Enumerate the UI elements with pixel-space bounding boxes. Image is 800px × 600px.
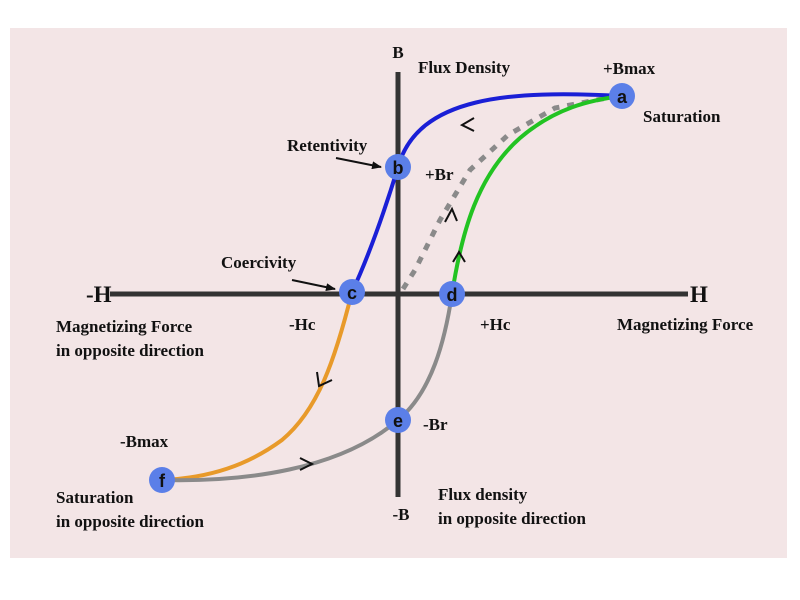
curve-d-to-a [450,94,623,295]
direction-arrow-initial [444,206,458,223]
direction-arrow-top [459,117,475,132]
label-br-neg: -Br [423,415,448,434]
direction-arrow-bottom [299,457,315,471]
label-saturation-neg-1: Saturation [56,488,134,507]
label-mag-force-neg-1: Magnetizing Force [56,317,193,336]
point-e-label: e [393,411,403,431]
label-br-pos: +Br [425,165,454,184]
curve-c-to-f [161,291,354,482]
label-bmax-neg: -Bmax [120,432,169,451]
curve-a-to-c [350,92,623,293]
label-mag-force-neg-2: in opposite direction [56,341,205,360]
label-saturation-neg-2: in opposite direction [56,512,205,531]
label-saturation-pos: Saturation [643,107,721,126]
point-b-label: b [393,158,404,178]
point-c-label: c [347,283,357,303]
retentivity-pointer [335,157,382,170]
point-d: d [439,281,465,307]
point-a: a [609,83,635,109]
label-flux-opp-2: in opposite direction [438,509,587,528]
point-b: b [385,154,411,180]
axis-label-b: B [392,43,403,62]
label-retentivity: Retentivity [287,136,368,155]
label-flux-opp-1: Flux density [438,485,528,504]
point-a-label: a [617,87,628,107]
point-d-label: d [447,285,458,305]
label-coercivity: Coercivity [221,253,297,272]
axis-label-h: H [690,282,708,307]
point-f: f [149,467,175,493]
point-f-label: f [159,471,166,491]
direction-arrow-falling [316,371,333,388]
label-mag-force-pos: Magnetizing Force [617,315,754,334]
curve-initial-magnetization [400,94,613,291]
label-flux-density: Flux Density [418,58,511,77]
direction-arrow-rising [452,250,466,263]
label-bmax-pos: +Bmax [603,59,656,78]
label-hc-neg: -Hc [289,315,316,334]
coercivity-pointer [291,279,336,292]
point-e: e [385,407,411,433]
label-hc-pos: +Hc [480,315,511,334]
axis-label-neg-h: -H [86,282,112,307]
axis-label-neg-b: -B [393,505,410,524]
point-c: c [339,279,365,305]
